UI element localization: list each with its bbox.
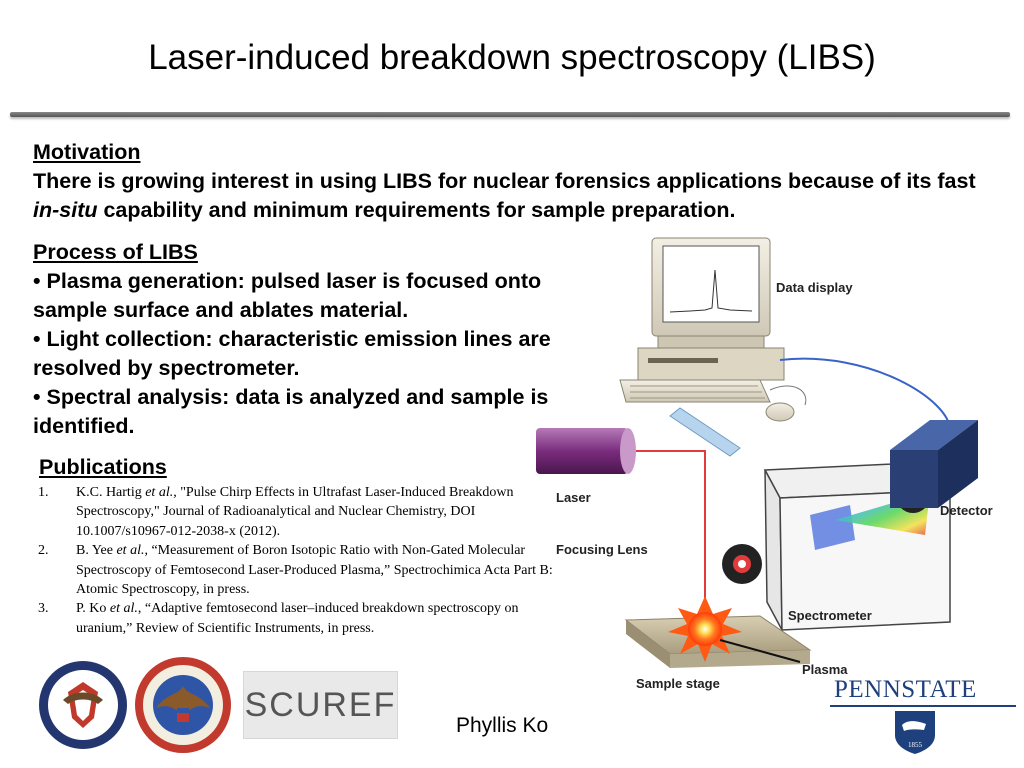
publication-etal: et al. <box>116 543 145 559</box>
label-plasma: Plasma <box>802 662 848 677</box>
label-detector: Detector <box>940 503 993 518</box>
computer-base <box>637 347 785 381</box>
process-bullet-1: • Plasma generation: pulsed laser is foc… <box>33 269 542 322</box>
publication-author: K.C. Hartig <box>76 485 146 500</box>
label-data-display: Data display <box>776 280 853 295</box>
title-divider <box>10 112 1010 117</box>
publication-citation: , “Measurement of Boron Isotopic Ratio w… <box>76 543 553 598</box>
publication-etal: et al. <box>109 601 138 617</box>
dtra-seal-logo <box>134 656 232 754</box>
motivation-heading: Motivation <box>33 140 141 164</box>
pennstate-wordmark: PENNSTATE <box>834 676 977 703</box>
pennstate-logo: PENNSTATE 1855 <box>830 676 1016 756</box>
label-laser: Laser <box>556 490 591 505</box>
publication-number: 1. <box>38 485 49 500</box>
laser-beam <box>636 450 706 650</box>
process-bullet-2: • Light collection: characteristic emiss… <box>33 327 551 380</box>
pennstate-rule <box>830 705 1016 707</box>
pennstate-year: 1855 <box>908 741 923 749</box>
process-heading: Process of LIBS <box>33 240 198 264</box>
detector <box>890 420 978 508</box>
dhs-seal-logo <box>38 660 128 750</box>
scuref-logo-text: SCUREF <box>244 686 397 724</box>
label-sample-stage: Sample stage <box>636 676 720 691</box>
keyboard <box>619 379 771 403</box>
motivation-text-part-1: There is growing interest in using LIBS … <box>33 169 976 193</box>
laser-head <box>536 428 636 474</box>
motivation-text: There is growing interest in using LIBS … <box>33 167 993 225</box>
label-focusing-lens: Focusing Lens <box>556 542 648 557</box>
publication-citation: , "Pulse Chirp Effects in Ultrafast Lase… <box>76 485 514 539</box>
slide-title: Laser-induced breakdown spectroscopy (LI… <box>148 38 876 77</box>
mirror <box>669 407 741 457</box>
publication-citation: , “Adaptive femtosecond laser–induced br… <box>76 601 519 636</box>
process-section: Process of LIBS • Plasma generation: pul… <box>33 238 553 441</box>
plasma-pointer <box>719 639 801 663</box>
sample-stage <box>624 615 812 668</box>
publication-item: 1. K.C. Hartig et al., "Pulse Chirp Effec… <box>38 483 553 541</box>
publication-item: 2. B. Yee et al., “Measurement of Boron I… <box>38 541 553 599</box>
publication-author: P. Ko <box>76 601 110 617</box>
publication-number: 3. <box>38 601 49 617</box>
publication-item: 3. P. Ko et al., “Adaptive femtosecond la… <box>38 599 553 638</box>
scuref-logo: SCUREF <box>243 671 398 739</box>
mouse <box>765 385 807 422</box>
label-spectrometer: Spectrometer <box>788 608 872 623</box>
author-name: Phyllis Ko <box>456 714 549 737</box>
computer-monitor <box>651 237 771 349</box>
publications-heading: Publications <box>39 455 167 479</box>
libs-setup-diagram: Data display Laser Spectrometer Detector… <box>536 237 993 691</box>
publication-etal: et al. <box>145 485 174 500</box>
spectrometer-port <box>722 544 762 584</box>
data-cable <box>779 357 951 431</box>
motivation-text-italic: in-situ <box>33 198 98 222</box>
motivation-section: Motivation There is growing interest in … <box>33 138 993 225</box>
plasma-burst <box>668 596 742 662</box>
publication-number: 2. <box>38 543 49 559</box>
motivation-text-part-2: capability and minimum requirements for … <box>97 198 736 222</box>
publications-list: 1.K.C. Hartig et al., "Pulse Chirp Effec… <box>38 483 553 638</box>
pennstate-shield-icon: 1855 <box>892 709 938 755</box>
publication-author: B. Yee <box>76 543 117 559</box>
process-bullet-3: • Spectral analysis: data is analyzed an… <box>33 385 549 438</box>
